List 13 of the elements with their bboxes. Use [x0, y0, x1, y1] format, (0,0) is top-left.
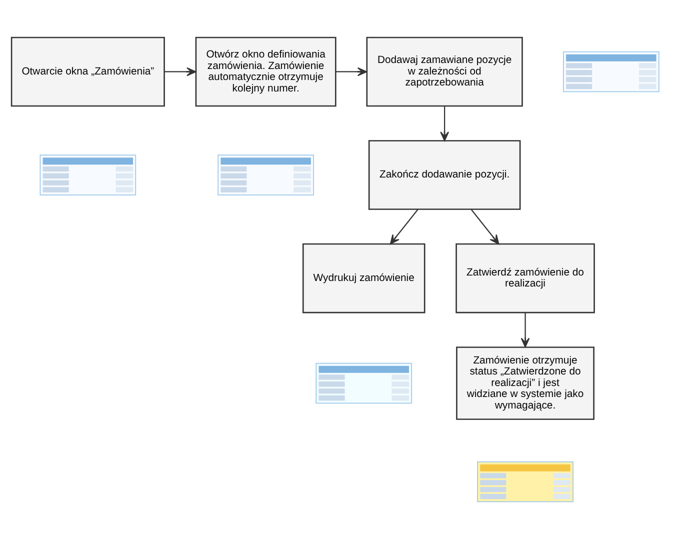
node-box: Wydrukuj zamówienie	[302, 243, 426, 314]
node-box: Zakończ dodawanie pozycji.	[368, 140, 521, 210]
arrow	[520, 312, 530, 348]
node-box: Otwórz okno definiowania zamówienia. Zamówienie automatycznie otrzymuje kolejny numer.	[195, 36, 336, 107]
node-box: Otwarcie okna „Zamówienia”	[10, 36, 165, 107]
arrow	[336, 67, 368, 76]
arrow	[164, 67, 196, 76]
node-box: Dodawaj zamawiane pozycje w zależności od zapotrzebowania	[366, 36, 523, 107]
node-box: Zamówienie otrzymuje status „Zatwierdzone do realizacji” i jest widziane w systemie jako wymagające.	[456, 346, 594, 420]
arrow	[470, 209, 500, 244]
node-box: Zatwierdź zamówienie do realizacji	[456, 243, 595, 314]
arrow	[440, 106, 450, 142]
arrow	[390, 209, 418, 244]
